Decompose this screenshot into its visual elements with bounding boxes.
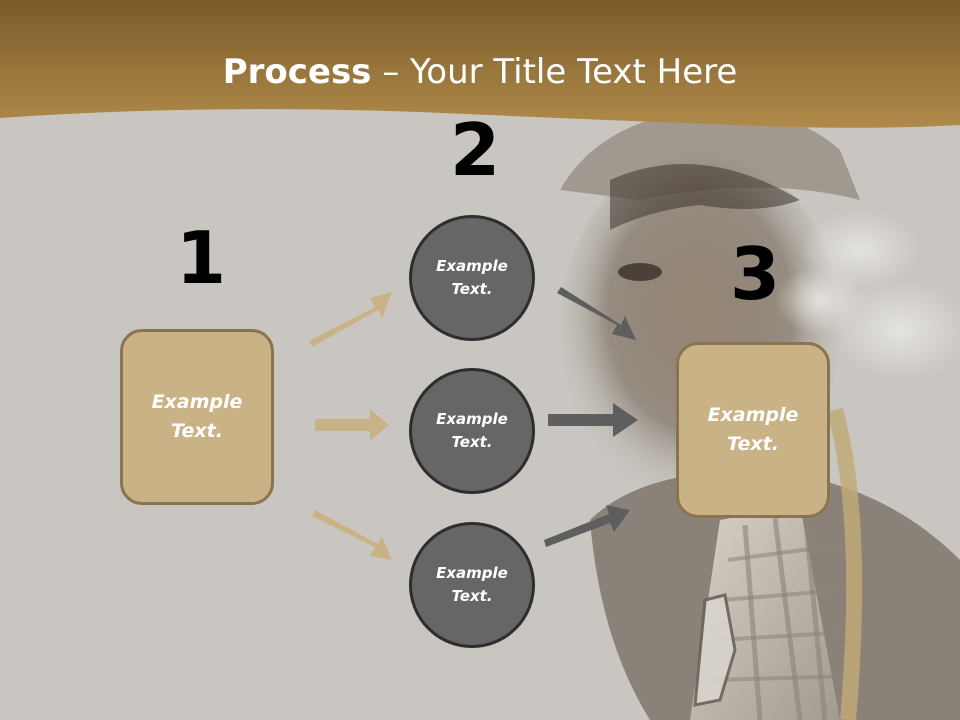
step-2-node-2: Example Text. — [409, 368, 535, 494]
node-2-text: Example Text. — [436, 410, 508, 451]
step-number-3: 3 — [730, 232, 781, 316]
step-2-node-1: Example Text. — [409, 215, 535, 341]
step-number-2: 2 — [450, 108, 501, 192]
right-arrow-icon — [309, 292, 392, 560]
node-3-text: Example Text. — [436, 564, 508, 605]
title-rest: – Your Title Text Here — [371, 52, 738, 92]
title-bold: Process — [222, 52, 372, 92]
right-arrow-icon — [544, 287, 638, 547]
step-number-1: 1 — [176, 216, 227, 300]
node-1-text: Example Text. — [436, 257, 508, 298]
step-2-node-3: Example Text. — [409, 522, 535, 648]
step-1-text: Example Text. — [151, 391, 243, 442]
header-band — [0, 0, 960, 128]
step-1-box: Example Text. — [120, 329, 274, 505]
step-3-box: Example Text. — [676, 342, 830, 518]
step-3-text: Example Text. — [707, 404, 799, 455]
slide-title: Process – Your Title Text Here — [0, 52, 960, 92]
